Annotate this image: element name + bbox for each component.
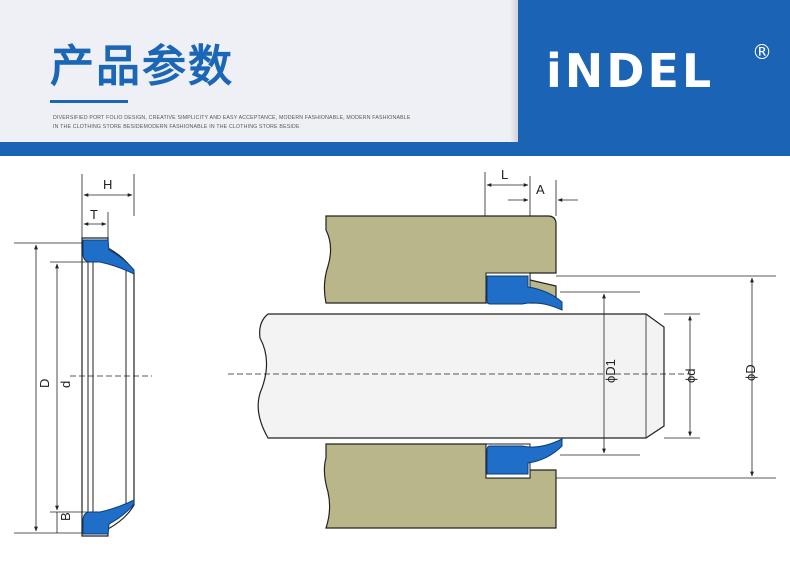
housing-lower [323, 443, 557, 529]
label-A: A [536, 182, 545, 197]
label-phi-D1: ϕD1 [603, 359, 618, 383]
installation-view: L A ϕD1 ϕd ϕD [228, 167, 776, 529]
tagline: DIVERSIFIED PORT FOLIO DESIGN, CREATIVE … [53, 114, 411, 132]
logo-shadow [510, 0, 518, 142]
header-blue-band [0, 142, 790, 156]
seal-installed-top [486, 275, 563, 311]
seal-section-view: D d B H T [14, 174, 152, 537]
label-D: D [37, 379, 52, 388]
tagline-line-1: DIVERSIFIED PORT FOLIO DESIGN, CREATIVE … [53, 115, 411, 121]
seal-profile-top [82, 239, 135, 275]
label-phi-D: ϕD [743, 364, 758, 381]
label-B: B [58, 512, 73, 521]
label-T: T [90, 207, 98, 222]
page-title: 产品参数 [50, 41, 234, 92]
seal-installed-bottom [486, 438, 563, 475]
label-H: H [103, 177, 112, 192]
label-d-left: d [58, 381, 73, 388]
title-underline [50, 100, 128, 103]
seal-ring-body [81, 237, 135, 537]
registered-mark: ® [752, 40, 772, 64]
tagline-line-2: IN THE CLOTHING STORE BESIDEMODERN FASHI… [53, 124, 300, 130]
logo-box [518, 0, 790, 142]
piston-rod [257, 313, 665, 439]
label-L: L [501, 167, 508, 182]
seal-profile-bottom [82, 499, 135, 535]
label-phi-d: ϕd [683, 368, 698, 383]
brand-logo: iNDEL [546, 44, 715, 98]
